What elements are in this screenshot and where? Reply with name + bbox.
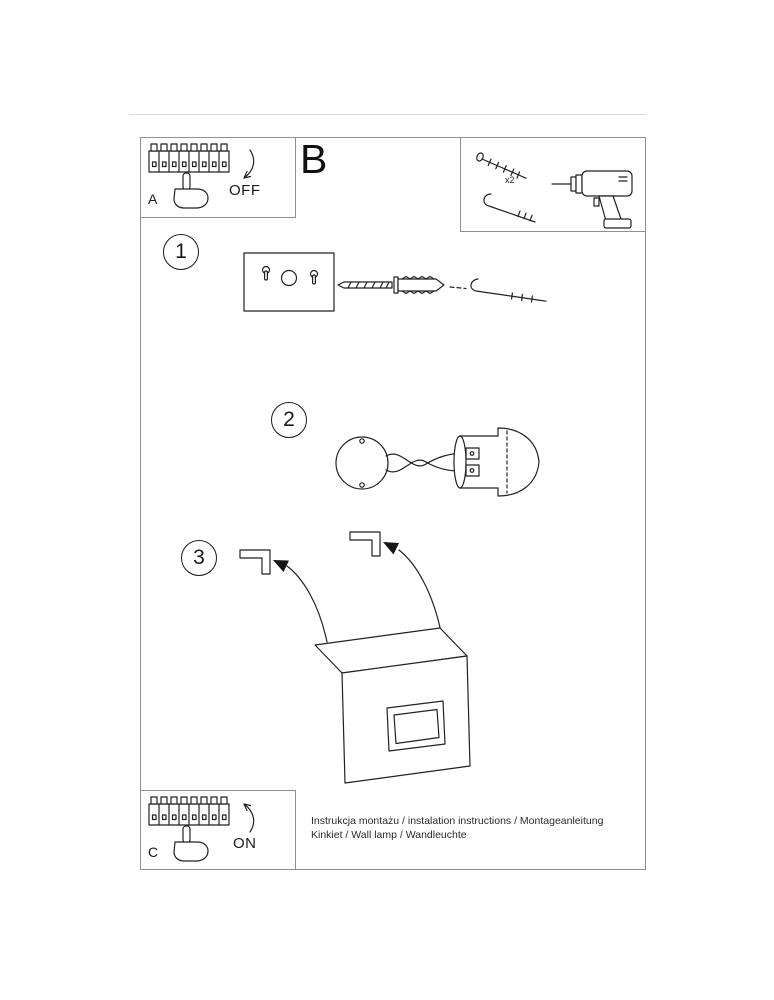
drill-icon	[551, 170, 633, 229]
footer-line-2: Kinkiet / Wall lamp / Wandleuchte	[311, 829, 467, 841]
step-3-label: 3	[193, 546, 205, 569]
lamp-cube	[314, 627, 471, 784]
switch-up-arrow-icon	[243, 803, 255, 833]
panel-power-off: OFF A	[140, 137, 296, 218]
mounting-plate	[243, 252, 335, 312]
on-label: ON	[233, 835, 257, 852]
panel-a-letter: A	[148, 191, 158, 207]
breaker-strip	[148, 796, 230, 826]
screws-illustration	[476, 152, 536, 223]
hardware-quantity: x2	[505, 175, 515, 185]
lamp-socket	[453, 427, 540, 497]
panel-power-on: ON C	[140, 790, 296, 870]
panel-tools: x2	[460, 137, 646, 232]
hand-icon	[173, 172, 209, 209]
step-2-illustration	[335, 427, 540, 497]
hook-screw-icon	[470, 278, 547, 303]
circuit-breaker-illustration	[148, 796, 230, 862]
arrow-to-key-2	[383, 542, 442, 633]
step-2-label: 2	[283, 408, 295, 431]
wires	[385, 452, 467, 473]
step-3-number: 3	[181, 540, 217, 576]
screw-icon	[476, 152, 527, 179]
allen-key-icon	[239, 549, 271, 575]
step-1-number: 1	[163, 234, 199, 270]
allen-key-icon-2	[349, 531, 381, 557]
step-1-illustration	[243, 252, 547, 312]
top-margin-line	[129, 114, 646, 115]
hook-screw-icon	[483, 193, 536, 223]
screw-and-anchor	[337, 275, 467, 295]
section-letter: B	[300, 136, 328, 182]
step-1-label: 1	[175, 240, 187, 263]
arrow-to-key-1	[273, 560, 328, 643]
switch-down-arrow-icon	[243, 149, 255, 179]
off-label: OFF	[229, 182, 261, 199]
step-2-number: 2	[271, 402, 307, 438]
drill-body	[551, 170, 633, 229]
junction-box	[335, 436, 389, 490]
breaker-strip	[148, 143, 230, 173]
footer: Instrukcja montażu / instalation instruc…	[311, 814, 603, 842]
circuit-breaker-illustration	[148, 143, 230, 209]
footer-line-1: Instrukcja montażu / instalation instruc…	[311, 815, 604, 827]
step-3-illustration	[239, 531, 471, 784]
hand-icon	[173, 825, 209, 862]
panel-c-letter: C	[148, 844, 159, 860]
